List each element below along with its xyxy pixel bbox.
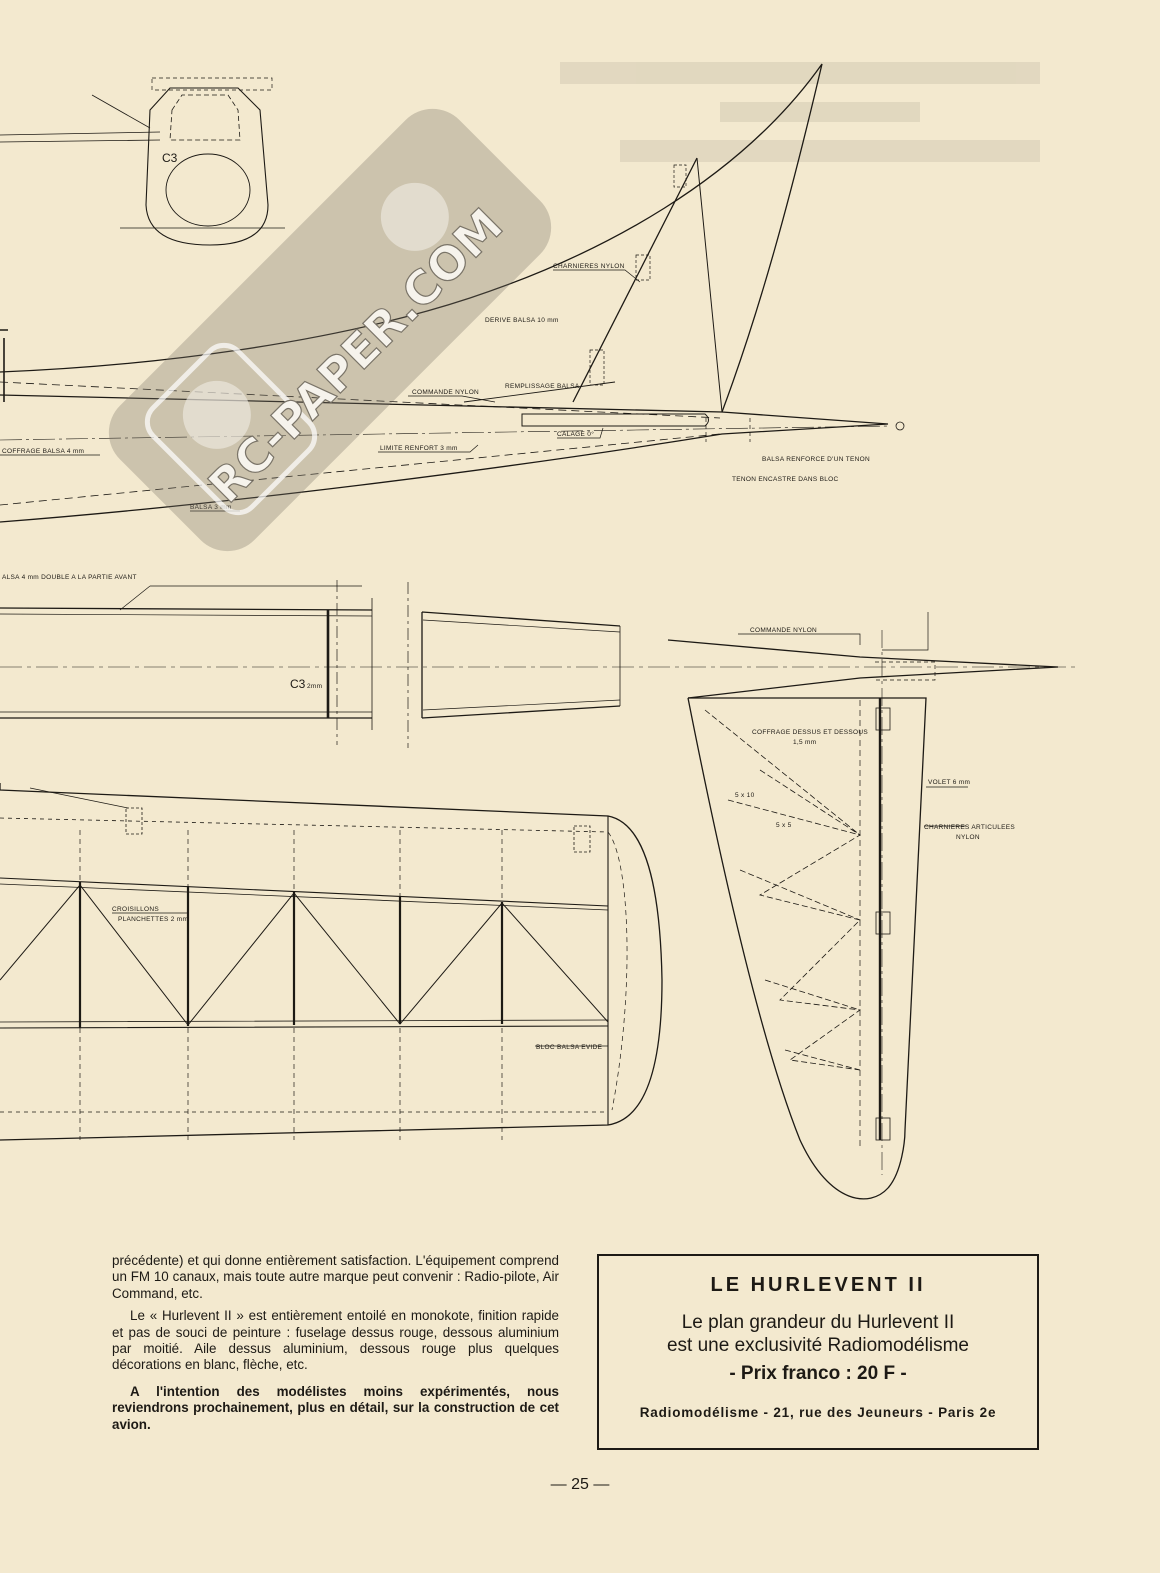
label-coffrage-dessus-2: 1,5 mm [793, 739, 816, 746]
label-charnieres-articulees-2: NYLON [956, 834, 980, 841]
article-paragraph-3: A l'intention des modélistes moins expér… [112, 1383, 559, 1432]
plan-offer-box: LE HURLEVENT II Le plan grandeur du Hurl… [597, 1254, 1039, 1450]
label-charnieres-articulees-1: CHARNIERES ARTICULEES [924, 824, 1015, 831]
wing-plan-view [0, 783, 663, 1141]
label-balsa-3mm: BALSA 3 mm [190, 504, 232, 511]
label-coffrage-balsa: COFFRAGE BALSA 4 mm [2, 448, 84, 455]
leader-lines [0, 269, 968, 1047]
label-commande-nylon-2: COMMANDE NYLON [750, 627, 817, 634]
label-derive-balsa: DERIVE BALSA 10 mm [485, 317, 559, 324]
offer-price: - Prix franco : 20 F - [729, 1363, 907, 1384]
fuselage-plan-view [0, 580, 1080, 748]
label-balsa-double: ALSA 4 mm DOUBLE A LA PARTIE AVANT [2, 574, 137, 581]
stabilizer-plan-view [667, 612, 1059, 1200]
label-commande-nylon-1: COMMANDE NYLON [412, 389, 479, 396]
label-calage: CALAGE 0° [557, 430, 594, 438]
article-paragraph-2: Le « Hurlevent II » est entièrement ento… [112, 1308, 559, 1373]
offer-line-2: est une exclusivité Radiomodélisme [666, 1335, 970, 1356]
offer-address: Radiomodélisme - 21, rue des Jeuneurs - … [639, 1405, 997, 1420]
label-charnieres-nylon: CHARNIERES NYLON [553, 263, 625, 270]
label-limite-renfort: LIMITE RENFORT 3 mm [380, 445, 458, 452]
page-number: — 25 — [550, 1476, 610, 1493]
label-croisillons-2: PLANCHETTES 2 mm [118, 916, 188, 923]
model-plan-drawing: CHARNIERES NYLON DERIVE BALSA 10 mm COMM… [0, 62, 1080, 1200]
label-c3-top: C3 [162, 151, 178, 165]
fuselage-side-view [0, 63, 905, 523]
engine-cowl-detail [0, 77, 285, 246]
label-bloc-balsa: BLOC BALSA EVIDE [536, 1044, 603, 1051]
label-dim-5x5: 5 x 5 [776, 822, 792, 829]
plan-annotations: CHARNIERES NYLON DERIVE BALSA 10 mm COMM… [2, 151, 1015, 1051]
offer-line-1: Le plan grandeur du Hurlevent II [681, 1312, 955, 1333]
article-paragraph-1: précédente) et qui donne entièrement sat… [112, 1253, 559, 1301]
label-volet: VOLET 6 mm [928, 779, 970, 786]
label-tenon-encastre: TENON ENCASTRE DANS BLOC [732, 476, 839, 483]
label-balsa-renforce: BALSA RENFORCE D'UN TENON [762, 456, 870, 463]
bleed-through-text [560, 62, 1040, 162]
label-c3-2mm-sub: 2mm [307, 683, 322, 690]
label-c3-2mm: C3 [290, 677, 306, 691]
label-coffrage-dessus-1: COFFRAGE DESSUS ET DESSOUS [752, 729, 868, 736]
label-remplissage-balsa: REMPLISSAGE BALSA [505, 383, 580, 390]
offer-title: LE HURLEVENT II [710, 1274, 926, 1296]
label-croisillons-1: CROISILLONS [112, 906, 159, 913]
label-dim-5x10: 5 x 10 [735, 792, 755, 799]
article-text: précédente) et qui donne entièrement sat… [112, 1253, 559, 1439]
